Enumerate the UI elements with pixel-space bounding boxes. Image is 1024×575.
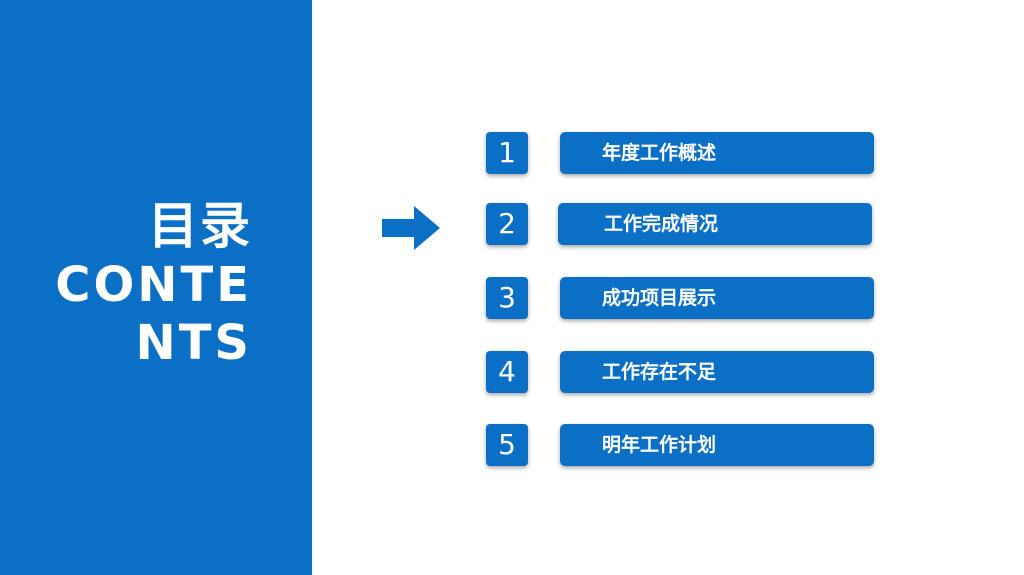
toc-item-3[interactable]: 3 成功项目展示: [486, 277, 876, 321]
toc-number-5: 5: [486, 424, 528, 466]
toc-number-4: 4: [486, 351, 528, 393]
toc-label-box-2[interactable]: 工作完成情况: [558, 203, 872, 245]
toc-label-2: 工作完成情况: [604, 213, 719, 235]
toc-number-2: 2: [486, 203, 528, 245]
toc-label-1: 年度工作概述: [602, 142, 717, 164]
toc-label-box-1[interactable]: 年度工作概述: [560, 132, 874, 174]
toc-item-1[interactable]: 1 年度工作概述: [486, 132, 876, 176]
toc-item-5[interactable]: 5 明年工作计划: [486, 424, 876, 468]
toc-label-4: 工作存在不足: [602, 361, 717, 383]
toc-number-1: 1: [486, 132, 528, 174]
toc-label-5: 明年工作计划: [602, 434, 717, 456]
toc-item-2[interactable]: 2 工作完成情况: [486, 203, 876, 247]
title-english: CONTENTS: [55, 257, 252, 371]
toc-number-3: 3: [486, 277, 528, 319]
toc-label-box-3[interactable]: 成功项目展示: [560, 277, 874, 319]
right-arrow-icon: [382, 206, 440, 250]
title-chinese: 目录: [148, 197, 252, 255]
toc-label-box-5[interactable]: 明年工作计划: [560, 424, 874, 466]
toc-label-box-4[interactable]: 工作存在不足: [560, 351, 874, 393]
title-block: 目录 CONTENTS: [52, 196, 252, 372]
toc-item-4[interactable]: 4 工作存在不足: [486, 351, 876, 395]
toc-label-3: 成功项目展示: [602, 287, 717, 309]
left-blue-panel: 目录 CONTENTS: [0, 0, 312, 575]
